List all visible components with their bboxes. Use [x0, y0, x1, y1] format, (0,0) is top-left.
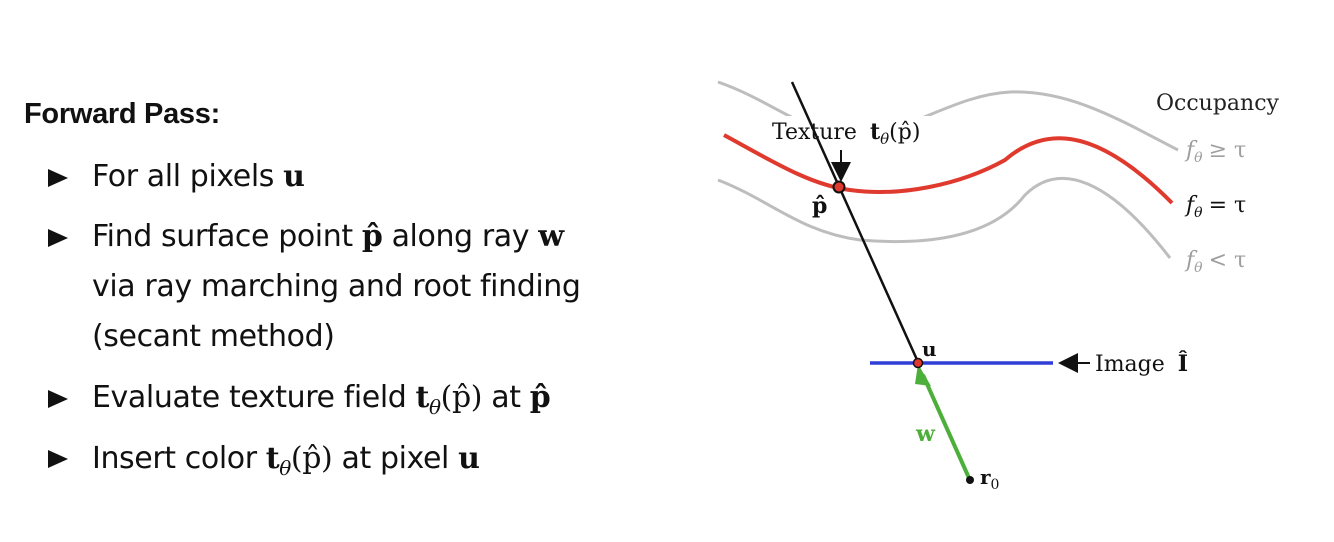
view-ray-arrowhead	[915, 364, 931, 386]
image-word: Image	[1095, 352, 1165, 377]
f-rel: < τ	[1209, 248, 1247, 273]
math-w: w	[538, 219, 564, 254]
bullet-text: via ray marching and root finding	[92, 269, 581, 304]
r0-label: r0	[980, 465, 999, 493]
surface-point	[832, 180, 846, 194]
bullet-text: along ray	[382, 219, 539, 254]
texture-math-t: t	[870, 119, 881, 145]
math-theta: θ	[429, 395, 441, 419]
texture-label-bg	[768, 116, 936, 148]
bullet-text: For all pixels	[92, 159, 284, 194]
ray-origin-point	[966, 476, 974, 484]
bullet-1-line-1: For all pixels u	[92, 152, 305, 202]
math-t: t	[415, 380, 430, 415]
forward-pass-title: Forward Pass:	[24, 98, 220, 130]
bullet-arrow-icon	[48, 169, 68, 187]
math-arg: (p̂)	[440, 380, 483, 415]
bullet-arrow-icon	[48, 390, 68, 408]
occupancy-curve-below	[717, 176, 1172, 259]
bullet-2-line-2: via ray marching and root finding	[92, 262, 581, 312]
f-rel: ≥ τ	[1209, 138, 1247, 163]
w-label: w	[915, 421, 936, 447]
r0-sub: 0	[991, 477, 1000, 493]
bullet-text: Insert color	[92, 441, 266, 476]
f-sub: θ	[1194, 260, 1203, 276]
bullet-text: at	[482, 380, 530, 415]
texture-math-sub: θ	[880, 130, 889, 148]
bullet-text: Evaluate texture field	[92, 380, 416, 415]
bullet-text: Find surface point	[92, 219, 362, 254]
image-label: Image Î	[1095, 350, 1188, 377]
level-below-label: fθ< τ	[1184, 248, 1246, 276]
math-u: u	[458, 441, 480, 476]
bullet-2-line-1: Find surface point p̂ along ray w	[92, 212, 564, 262]
bullet-text: (secant method)	[92, 319, 335, 354]
f-rel: = τ	[1209, 193, 1247, 218]
level-equal-label: fθ= τ	[1184, 193, 1246, 221]
p-hat-label: p̂	[812, 193, 827, 219]
u-label: u	[922, 337, 937, 361]
bullet-4-line-1: Insert color tθ(p̂) at pixel u	[92, 434, 480, 493]
texture-math-arg: (p̂)	[889, 120, 920, 145]
bullet-arrow-icon	[48, 450, 68, 468]
occupancy-label: Occupancy	[1156, 91, 1280, 116]
f-sub: θ	[1194, 205, 1203, 221]
pixel-point	[912, 357, 924, 369]
math-p-hat: p̂	[361, 219, 383, 254]
view-ray-w	[921, 374, 971, 479]
math-theta: θ	[279, 456, 291, 480]
math-arg: (p̂)	[290, 441, 333, 476]
f-sub: θ	[1194, 150, 1203, 166]
bullet-arrow-icon	[48, 229, 68, 247]
r0-letter: r	[980, 465, 991, 489]
math-p-hat: p̂	[529, 380, 551, 415]
math-u: u	[283, 159, 305, 194]
image-math: Î	[1178, 350, 1188, 377]
text-panel: Forward Pass: For all pixels u Find surf…	[0, 0, 640, 542]
bullet-text: at pixel	[332, 441, 459, 476]
surface-curve	[723, 133, 1174, 205]
bullet-2-line-3: (secant method)	[92, 312, 335, 362]
math-t: t	[265, 441, 280, 476]
texture-label: Texture tθ(p̂)	[772, 119, 920, 148]
level-above-label: fθ≥ τ	[1184, 138, 1246, 166]
texture-word: Texture	[772, 120, 857, 145]
bullet-3-line-1: Evaluate texture field tθ(p̂) at p̂	[92, 373, 551, 432]
camera-ray	[790, 81, 920, 363]
